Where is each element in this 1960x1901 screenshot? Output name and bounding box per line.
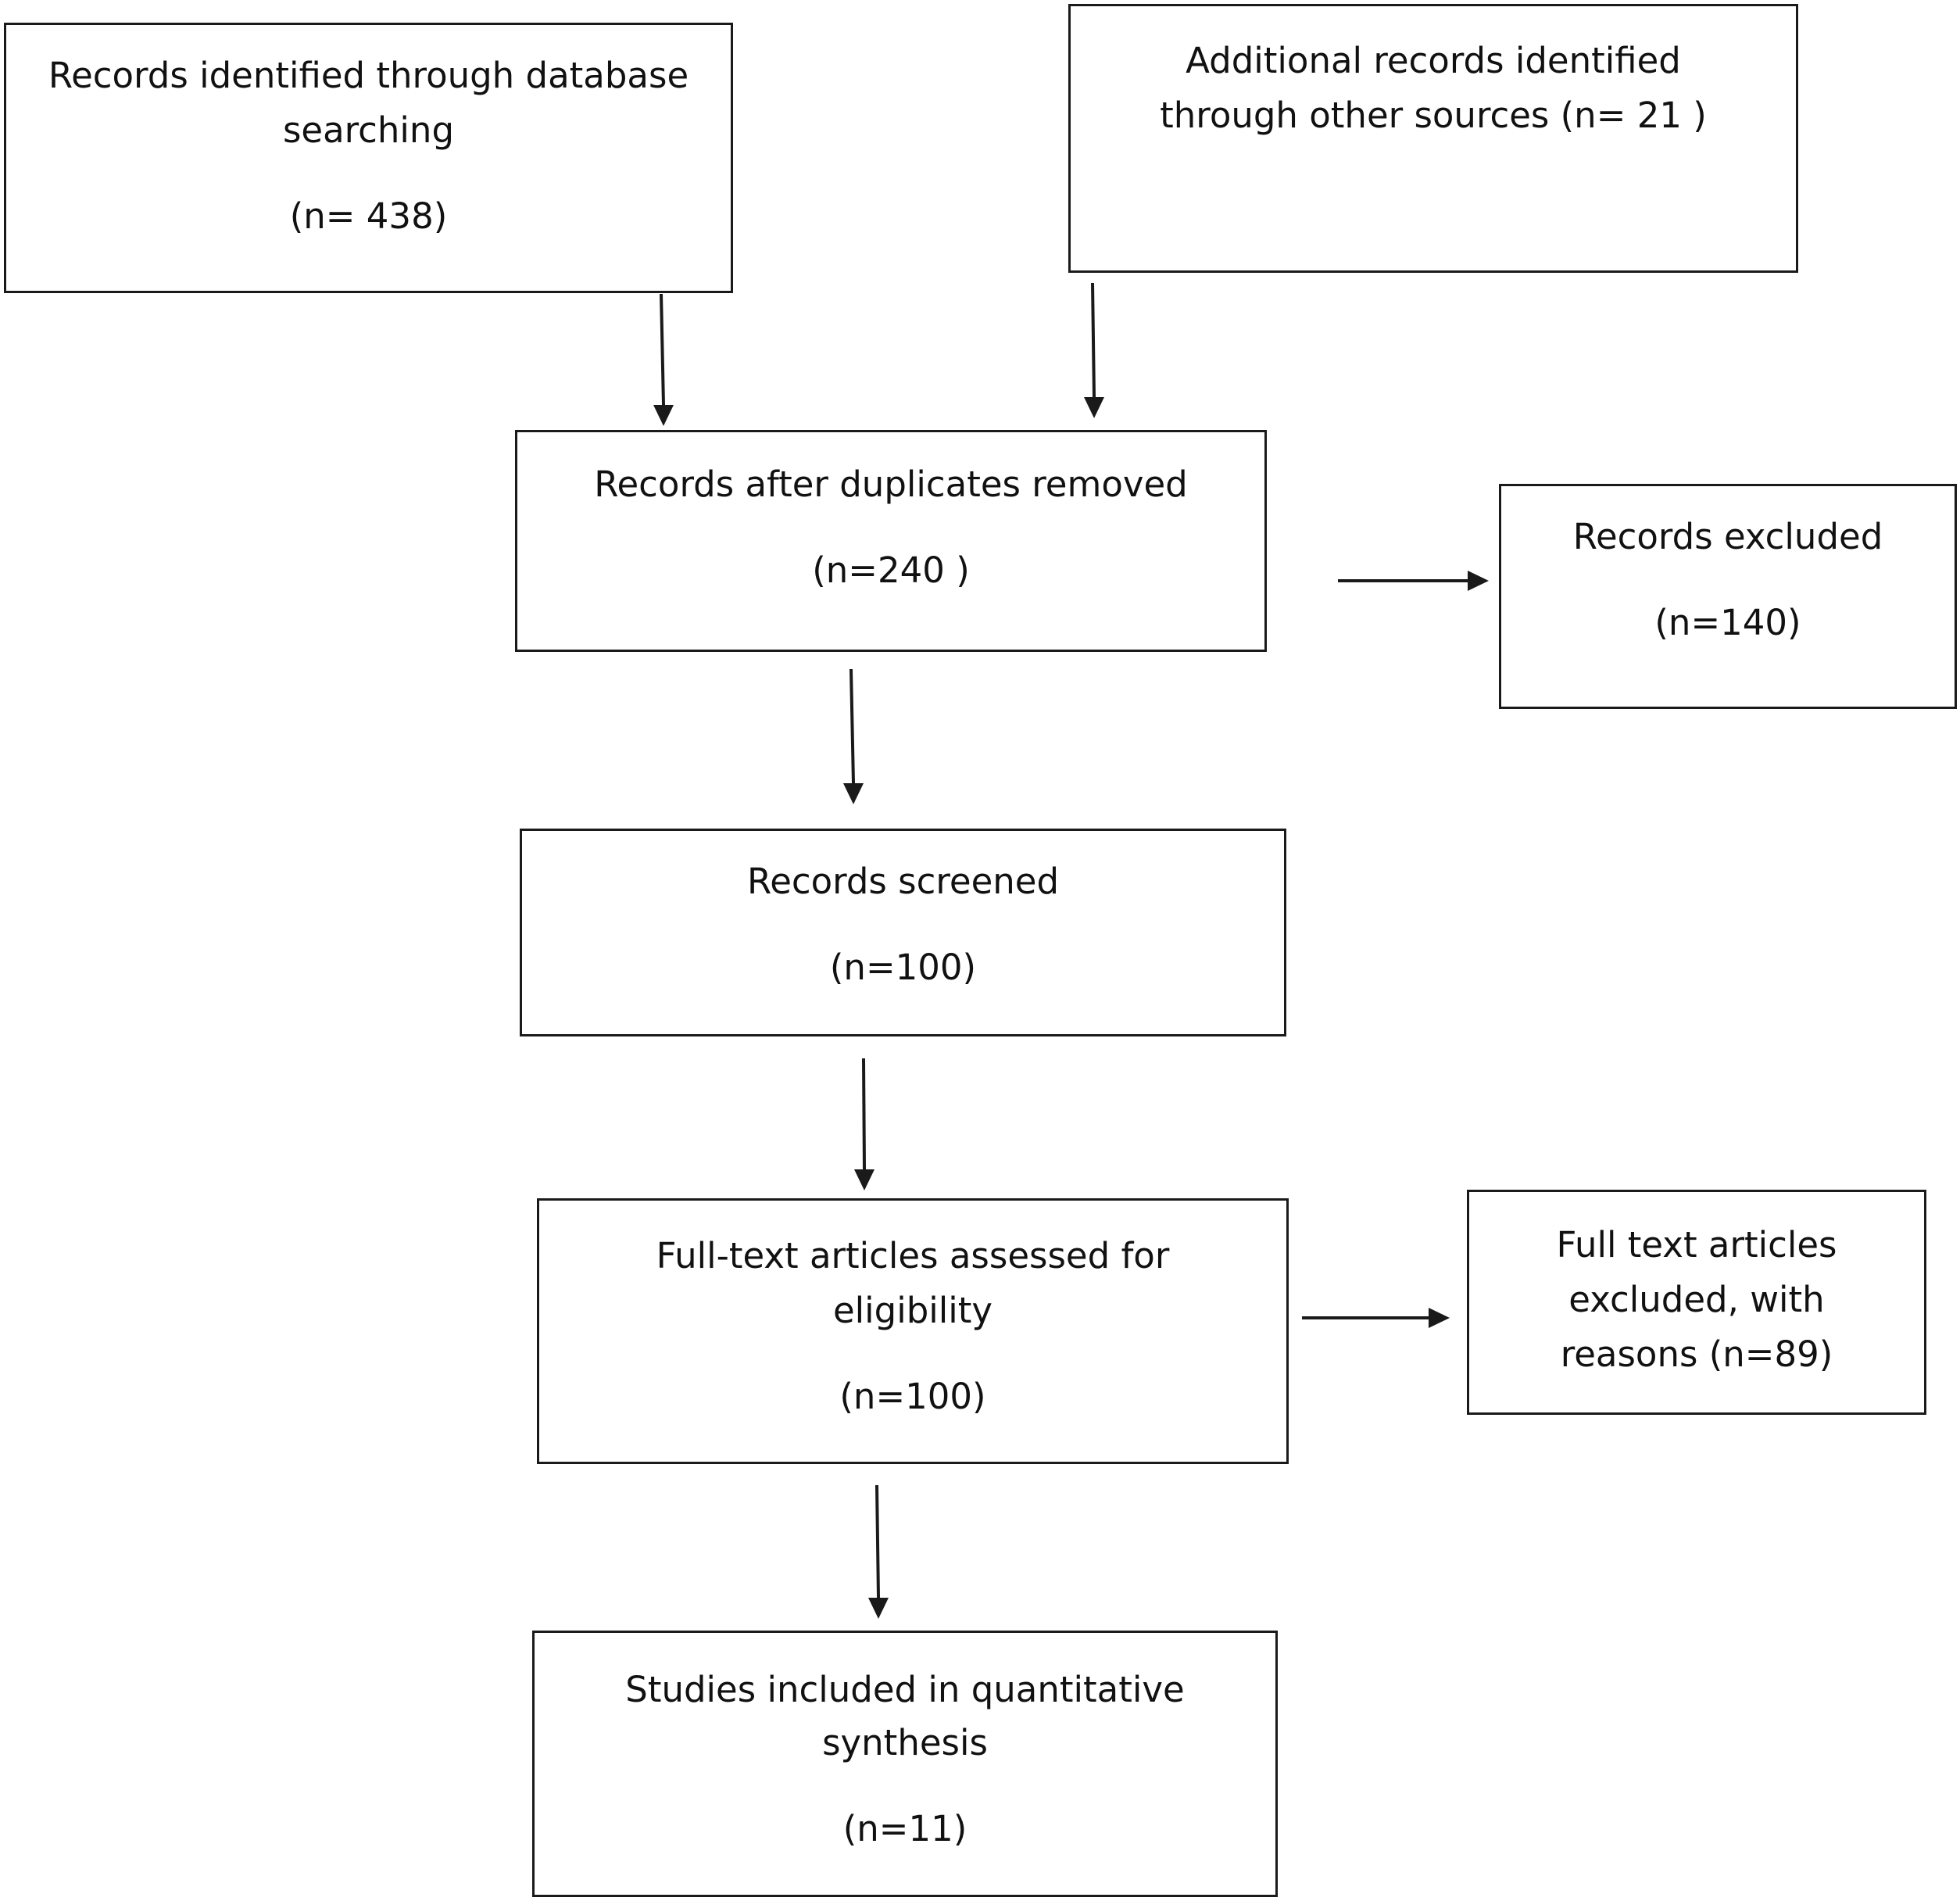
fulltext-assessed-box: Full-text articles assessed for eligibil… bbox=[537, 1198, 1289, 1464]
records-excluded-box: Records excluded (n=140) bbox=[1499, 484, 1957, 709]
arrowhead-duplicates-to-screened bbox=[843, 783, 864, 804]
arrowhead-fulltext-to-excluded bbox=[1429, 1308, 1450, 1328]
after-duplicates-box: Records after duplicates removed (n=240 … bbox=[515, 430, 1267, 652]
identified-database-count: (n= 438) bbox=[289, 195, 448, 237]
records-excluded-count: (n=140) bbox=[1654, 602, 1801, 643]
identified-database-line1: Records identified through database bbox=[48, 55, 689, 96]
records-screened-count: (n=100) bbox=[829, 947, 977, 988]
arrow-duplicates-to-screened bbox=[849, 668, 855, 784]
arrowhead-other-to-duplicates bbox=[1084, 397, 1104, 418]
fulltext-excluded-line2: excluded, with bbox=[1568, 1279, 1825, 1320]
records-screened-box: Records screened (n=100) bbox=[520, 829, 1286, 1036]
fulltext-excluded-line3: reasons (n=89) bbox=[1560, 1334, 1833, 1375]
fulltext-assessed-count: (n=100) bbox=[839, 1376, 986, 1417]
after-duplicates-count: (n=240 ) bbox=[812, 550, 970, 591]
records-excluded-label: Records excluded bbox=[1572, 516, 1883, 557]
fulltext-excluded-box: Full text articles excluded, with reason… bbox=[1467, 1190, 1926, 1415]
fulltext-excluded-line1: Full text articles bbox=[1556, 1224, 1837, 1266]
identified-database-box: Records identified through database sear… bbox=[4, 23, 733, 293]
records-screened-label: Records screened bbox=[746, 861, 1060, 902]
arrowhead-fulltext-to-included bbox=[868, 1598, 889, 1619]
identified-other-line2: through other sources (n= 21 ) bbox=[1160, 95, 1707, 136]
identified-other-line1: Additional records identified bbox=[1186, 40, 1681, 81]
identified-database-line2: searching bbox=[282, 109, 455, 151]
arrow-other-to-duplicates bbox=[1091, 282, 1096, 398]
fulltext-assessed-line1: Full-text articles assessed for bbox=[656, 1235, 1170, 1276]
studies-included-box: Studies included in quantitative synthes… bbox=[532, 1631, 1278, 1897]
after-duplicates-label: Records after duplicates removed bbox=[594, 464, 1188, 505]
studies-included-line1: Studies included in quantitative bbox=[625, 1669, 1185, 1710]
arrowhead-screened-to-fulltext bbox=[854, 1169, 874, 1190]
studies-included-line2: synthesis bbox=[822, 1722, 988, 1763]
identified-other-sources-box: Additional records identified through ot… bbox=[1068, 4, 1798, 273]
arrowhead-database-to-duplicates bbox=[653, 405, 674, 426]
arrow-database-to-duplicates bbox=[660, 293, 665, 406]
fulltext-assessed-line2: eligibility bbox=[832, 1290, 993, 1331]
arrowhead-duplicates-to-excluded bbox=[1468, 571, 1489, 591]
studies-included-count: (n=11) bbox=[842, 1808, 967, 1849]
arrow-fulltext-to-included bbox=[875, 1484, 880, 1598]
